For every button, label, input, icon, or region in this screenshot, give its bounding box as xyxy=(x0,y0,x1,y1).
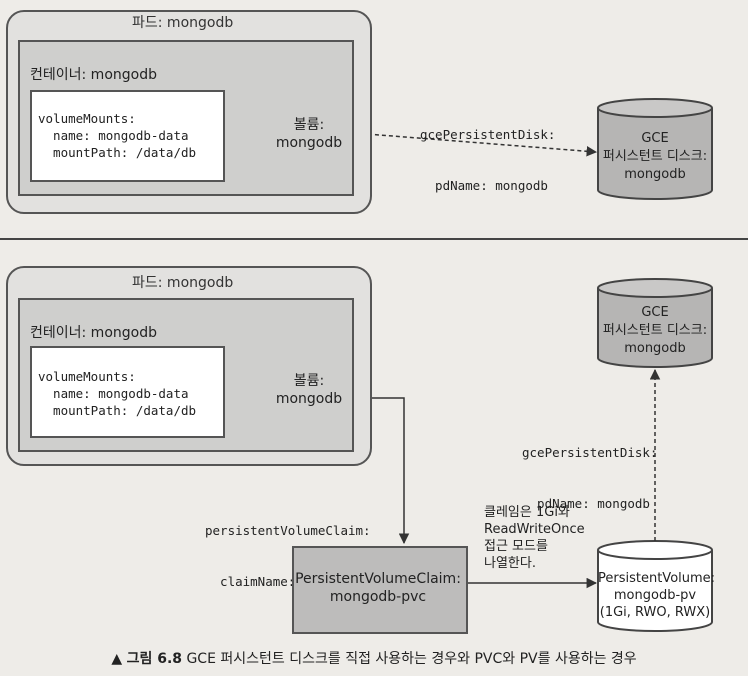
code-line: mountPath: /data/db xyxy=(38,145,197,160)
bottom-gce-link-label: gcePersistentDisk: pdName: mongodb xyxy=(522,410,657,529)
pv-line: (1Gi, RWO, RWX) xyxy=(599,605,711,620)
disk-line: 퍼시스턴트 디스크: xyxy=(602,323,708,338)
pv-label: PersistentVolume: mongodb-pv (1Gi, RWO, … xyxy=(598,570,716,621)
code-line: volumeMounts: xyxy=(38,369,136,384)
volume-name: mongodb xyxy=(275,135,343,151)
code-line: mountPath: /data/db xyxy=(38,403,197,418)
code-line: name: mongodb-data xyxy=(38,128,189,143)
pvc-line: mongodb-pvc xyxy=(329,589,427,605)
note-line: 접근 모드를 xyxy=(484,539,548,554)
disk-line: GCE xyxy=(641,305,669,320)
pvc-line: PersistentVolumeClaim: xyxy=(295,571,461,587)
top-arrow-volume-to-disk xyxy=(353,132,598,157)
note-line: 클레임은 1Gi와 xyxy=(484,505,570,520)
link-line: pdName: mongodb xyxy=(420,178,548,193)
top-gce-disk-cylinder xyxy=(597,98,713,200)
top-gce-disk-label: GCE 퍼시스턴트 디스크: mongodb xyxy=(598,130,712,184)
volume-name: mongodb xyxy=(275,391,343,407)
note-line: ReadWriteOnce xyxy=(484,522,585,537)
code-line: volumeMounts: xyxy=(38,111,136,126)
figure-caption: ▲ 그림 6.8 GCE 퍼시스턴트 디스크를 직접 사용하는 경우와 PVC와… xyxy=(0,648,748,668)
disk-line: mongodb xyxy=(624,341,686,356)
disk-line: mongodb xyxy=(624,167,686,182)
disk-line: 퍼시스턴트 디스크: xyxy=(602,149,708,164)
pv-line: PersistentVolume: xyxy=(598,571,716,586)
code-line: name: mongodb-data xyxy=(38,386,189,401)
top-volume-mounts-box: volumeMounts: name: mongodb-data mountPa… xyxy=(30,90,225,182)
bottom-pod-label: 파드: mongodb xyxy=(132,275,234,291)
pvc-label: PersistentVolumeClaim: mongodb-pvc xyxy=(292,570,464,606)
disk-line: GCE xyxy=(641,131,669,146)
top-volume-label: 볼륨: mongodb xyxy=(266,116,352,152)
link-line: pdName: mongodb xyxy=(522,496,650,511)
bottom-container-label: 컨테이너: mongodb xyxy=(30,325,157,341)
volume-title: 볼륨: xyxy=(293,373,325,389)
claim-note: 클레임은 1Gi와 ReadWriteOnce 접근 모드를 나열한다. xyxy=(484,504,585,572)
claim-line: persistentVolumeClaim: xyxy=(205,523,371,538)
top-gce-link-label: gcePersistentDisk: pdName: mongodb xyxy=(420,92,555,211)
pv-line: mongodb-pv xyxy=(613,588,697,603)
persistent-volume-claim-box xyxy=(292,546,468,634)
bottom-volume-label: 볼륨: mongodb xyxy=(266,372,352,408)
note-line: 나열한다. xyxy=(484,556,536,571)
caption-figure-number: 그림 6.8 xyxy=(126,651,182,667)
caption-marker: ▲ xyxy=(111,651,123,667)
caption-text: GCE 퍼시스턴트 디스크를 직접 사용하는 경우와 PVC와 PV를 사용하는… xyxy=(186,651,637,667)
section-divider xyxy=(0,238,748,240)
pv-cylinder xyxy=(597,540,713,632)
link-line: gcePersistentDisk: xyxy=(522,445,658,460)
volume-title: 볼륨: xyxy=(293,117,325,133)
bottom-gce-disk-label: GCE 퍼시스턴트 디스크: mongodb xyxy=(598,304,712,358)
top-pod-label: 파드: mongodb xyxy=(132,15,234,31)
bottom-volume-mounts-box: volumeMounts: name: mongodb-data mountPa… xyxy=(30,346,225,438)
link-line: gcePersistentDisk: xyxy=(420,127,556,142)
bottom-gce-disk-cylinder xyxy=(597,278,713,368)
top-container-label: 컨테이너: mongodb xyxy=(30,67,157,83)
